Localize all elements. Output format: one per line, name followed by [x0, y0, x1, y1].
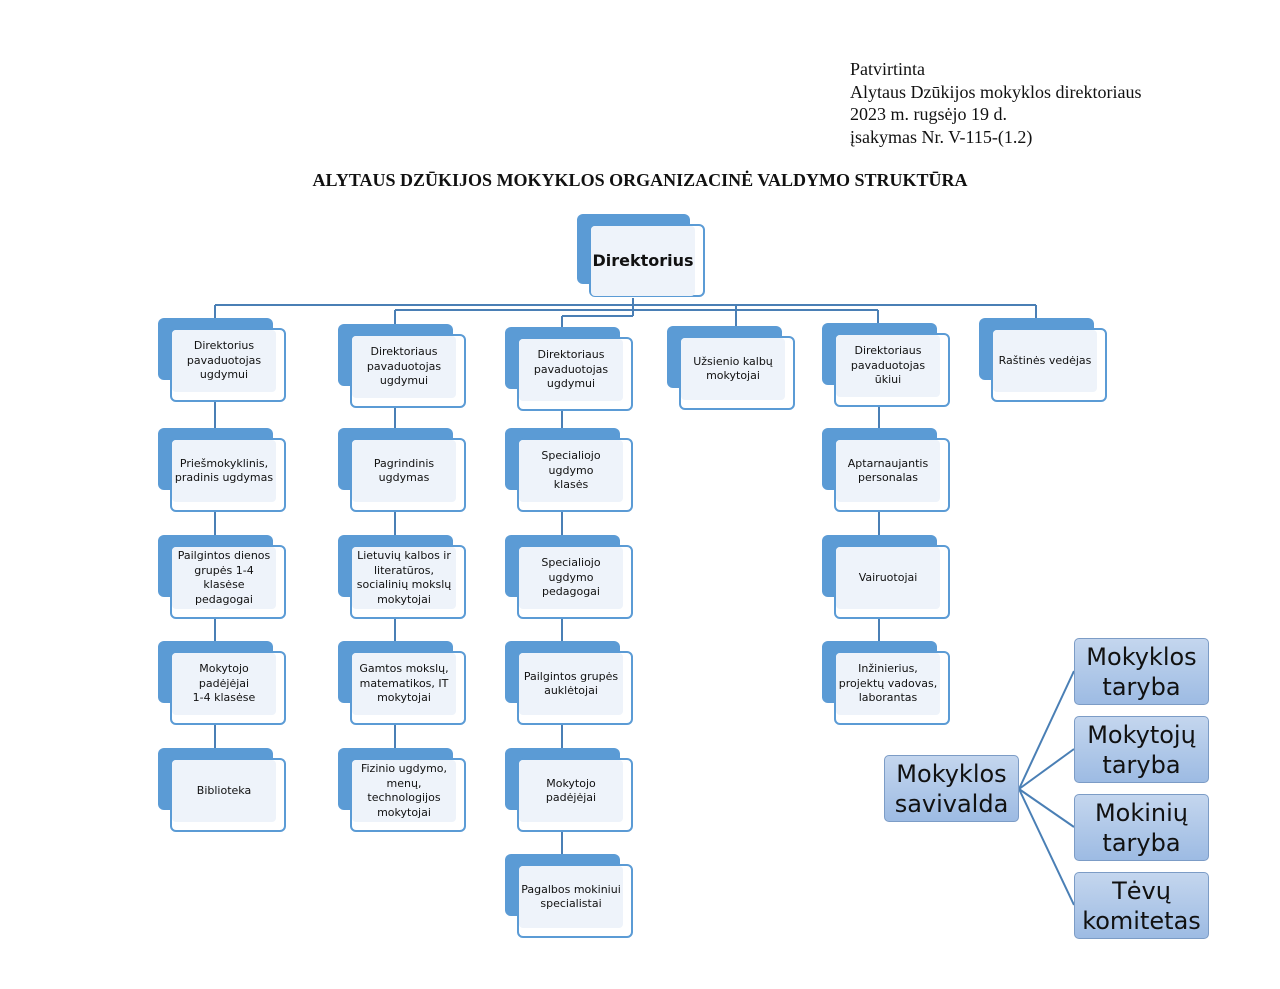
approval-line: Patvirtinta: [850, 59, 925, 79]
node-label: Pagrindinis ugdymas: [352, 440, 456, 502]
self-government-child: Mokytojų taryba: [1074, 716, 1209, 783]
self-government-child: Mokyklos taryba: [1074, 638, 1209, 705]
connector-line: [1018, 748, 1075, 790]
approval-line: Alytaus Dzūkijos mokyklos direktoriaus: [850, 81, 1142, 102]
approval-note: Patvirtinta Alytaus Dzūkijos mokyklos di…: [850, 58, 1141, 148]
node-label: Direktoriaus pavaduotojas ugdymui: [519, 339, 623, 401]
node-label: Specialiojo ugdymo pedagogai: [519, 547, 623, 609]
node-label: Mokytojo padėjėjai: [519, 760, 623, 822]
node-label: Pagalbos mokiniui specialistai: [519, 866, 623, 928]
connector-line: [1018, 670, 1075, 790]
self-government-child: Mokinių taryba: [1074, 794, 1209, 861]
node-label: Fizinio ugdymo, menų, technologijos moky…: [352, 760, 456, 822]
node-label: Biblioteka: [172, 760, 276, 822]
document-title: ALYTAUS DZŪKIJOS MOKYKLOS ORGANIZACINĖ V…: [312, 170, 968, 190]
node-label: Užsienio kalbų mokytojai: [681, 338, 785, 400]
node-label: Vairuotojai: [836, 547, 940, 609]
approval-line: įsakymas Nr. V-115-(1.2): [850, 126, 1033, 147]
node-label: Pailgintos dienos grupės 1-4 klasėse ped…: [172, 547, 276, 609]
node-label: Gamtos mokslų, matematikos, IT mokytojai: [352, 653, 456, 715]
node-label: Raštinės vedėjas: [993, 330, 1097, 392]
node-label: Priešmokyklinis, pradinis ugdymas: [172, 440, 276, 502]
node-label: Mokytojo padėjėjai 1-4 klasėse: [172, 653, 276, 715]
self-government-child: Tėvų komitetas: [1074, 872, 1209, 939]
node-label: Aptarnaujantis personalas: [836, 440, 940, 502]
approval-line: 2023 m. rugsėjo 19 d.: [850, 104, 1007, 124]
connector-line: [1018, 788, 1075, 828]
node-label: Inžinierius, projektų vadovas, laboranta…: [836, 653, 940, 715]
connector-line: [1018, 788, 1075, 906]
node-label: Direktorius pavaduotojas ugdymui: [172, 330, 276, 392]
node-label: Direktoriaus pavaduotojas ugdymui: [352, 336, 456, 398]
node-label: Specialiojo ugdymo klasės: [519, 440, 623, 502]
node-label: Direktorius: [591, 226, 695, 296]
self-government-root: Mokyklos savivalda: [884, 755, 1019, 822]
node-label: Direktoriaus pavaduotojas ūkiui: [836, 335, 940, 397]
node-label: Lietuvių kalbos ir literatūros, socialin…: [352, 547, 456, 609]
node-label: Pailgintos grupės auklėtojai: [519, 653, 623, 715]
